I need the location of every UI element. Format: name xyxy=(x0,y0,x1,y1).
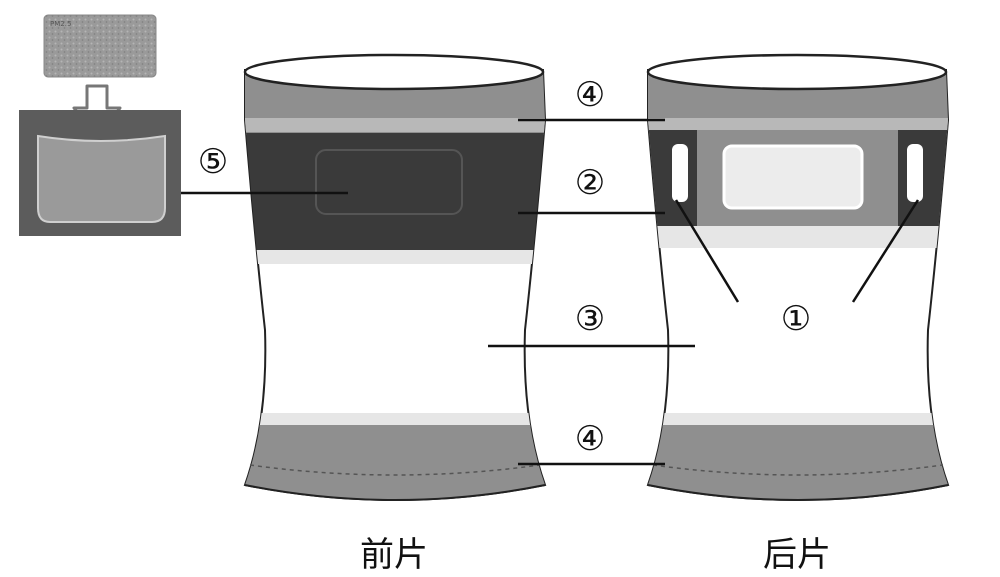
front-top-band-highlight xyxy=(245,118,545,132)
back-breathing-window xyxy=(722,144,864,210)
label-4-bottom: ④ xyxy=(575,419,605,459)
front-filter-pocket xyxy=(315,149,463,215)
label-3: ③ xyxy=(575,299,605,339)
front-piece xyxy=(243,53,547,501)
back-bottom-edge xyxy=(647,484,949,501)
filter-insert-illustration: PM2.5 xyxy=(19,14,181,236)
back-panel-shadow xyxy=(648,226,948,248)
front-top-opening xyxy=(243,53,545,91)
front-panel-shadow xyxy=(245,250,545,264)
leader-line-1-left xyxy=(674,199,740,303)
label-1: ① xyxy=(781,299,811,339)
back-bottom-seam xyxy=(652,464,944,476)
filter-pocket xyxy=(37,134,166,223)
label-4-top: ④ xyxy=(575,75,605,115)
leader-line-1-right xyxy=(851,199,920,303)
caption-back-piece: 后片 xyxy=(763,535,831,575)
front-bottom-seam xyxy=(249,464,541,476)
filter-sheet xyxy=(43,14,157,78)
front-bottom-band xyxy=(245,425,545,500)
back-right-slot xyxy=(907,144,923,202)
back-bottom-shadow xyxy=(648,413,948,427)
label-5: ⑤ xyxy=(198,142,228,182)
caption-front-piece: 前片 xyxy=(360,535,428,575)
front-bottom-edge xyxy=(244,484,546,501)
back-top-band-highlight xyxy=(648,118,948,132)
label-2: ② xyxy=(575,163,605,203)
front-bottom-shadow xyxy=(245,413,545,427)
back-piece xyxy=(646,53,950,501)
leader-lines xyxy=(181,118,920,466)
back-bottom-band xyxy=(648,425,948,500)
back-left-slot xyxy=(672,144,688,202)
filter-sheet-text: PM2.5 xyxy=(50,20,71,28)
back-top-opening xyxy=(646,53,948,91)
